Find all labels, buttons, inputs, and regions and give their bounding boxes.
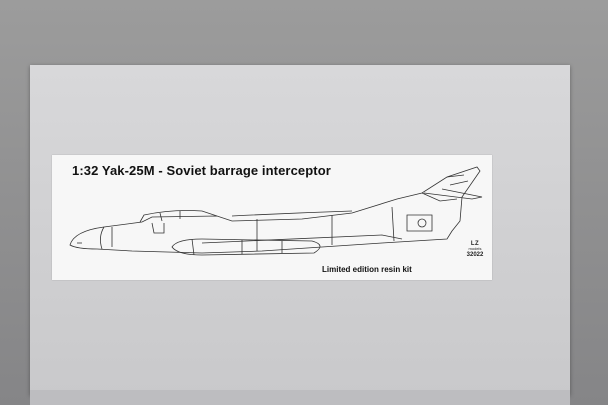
- brand-logo: LZ: [470, 241, 480, 247]
- kit-edition-note: Limited edition resin kit: [322, 265, 412, 274]
- kit-title: 1:32 Yak-25M - Soviet barrage intercepto…: [72, 163, 331, 178]
- box-bottom-edge: [30, 390, 570, 405]
- box-label: 1:32 Yak-25M - Soviet barrage intercepto…: [52, 155, 492, 280]
- brand-mark: LZ models 32022: [462, 241, 488, 258]
- aircraft-side-view-drawing: [69, 166, 483, 256]
- brand-subtitle: models: [468, 246, 482, 251]
- catalog-number: 32022: [466, 252, 484, 258]
